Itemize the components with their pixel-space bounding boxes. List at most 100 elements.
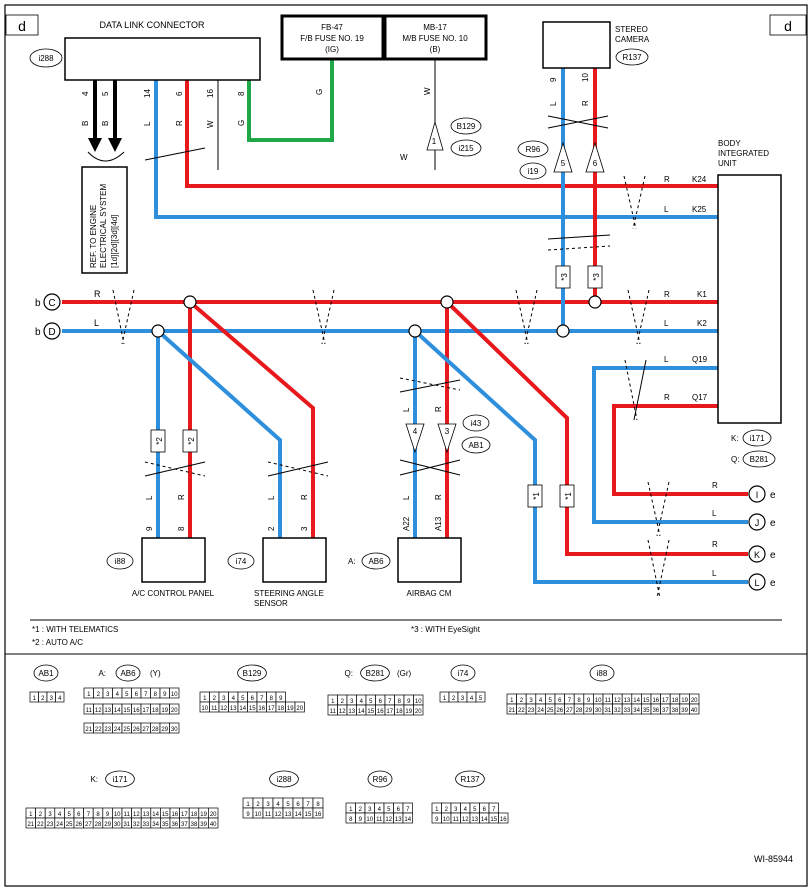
wire-l-l-out — [413, 329, 748, 584]
pin-label: 10 — [595, 698, 602, 704]
pin-label: 23 — [528, 708, 535, 714]
pin-label: 15 — [305, 812, 312, 818]
airbag-conn-code-2: AB1 — [468, 441, 484, 450]
biu-title2: INTEGRATED — [718, 149, 769, 158]
mark-s1-l-label: *1 — [532, 492, 541, 500]
pin-label: 12 — [133, 812, 140, 818]
pin-label: 4 — [58, 812, 62, 818]
svg-text:W: W — [206, 120, 215, 128]
svg-text:5: 5 — [101, 91, 110, 96]
fuse1-desc: F/B FUSE NO. 19 — [300, 34, 364, 43]
svg-text:L: L — [664, 355, 669, 364]
svg-text:J: J — [755, 518, 760, 528]
pin-label: 40 — [210, 822, 217, 828]
line-b1: b — [35, 298, 41, 309]
note-2: *2 : AUTO A/C — [32, 638, 83, 647]
svg-text:R: R — [581, 100, 590, 106]
pin-label: 1 — [349, 807, 353, 813]
pin-label: 22 — [518, 708, 525, 714]
pin-label: 15 — [643, 698, 650, 704]
pin-label: 15 — [162, 812, 169, 818]
svg-text:K2: K2 — [697, 319, 707, 328]
dlc-code-oval — [29, 48, 63, 68]
connector-suffix: (Y) — [150, 669, 161, 678]
pin-label: 23 — [47, 822, 54, 828]
pin-label: 17 — [662, 698, 669, 704]
svg-text:R: R — [664, 290, 670, 299]
pin-label: 37 — [662, 708, 669, 714]
pin-label: 18 — [277, 706, 284, 712]
wire-g — [247, 60, 334, 142]
dlc-pin-labels: 4 5 14 6 16 8 B B L R W G — [81, 89, 246, 128]
pin-label: 5 — [286, 802, 290, 808]
pin-label: 3 — [106, 692, 110, 698]
line-c-color: R — [94, 289, 101, 299]
svg-text:ELECTRICAL SYSTEM: ELECTRICAL SYSTEM — [99, 183, 108, 268]
pin-label: 15 — [249, 706, 256, 712]
connector-code: AB1 — [38, 669, 54, 678]
fuse2-wire-color: W — [423, 87, 432, 95]
svg-text:3: 3 — [300, 526, 309, 531]
connector-header-b281: Q:B281(Gr) — [345, 664, 412, 682]
svg-text:9: 9 — [145, 526, 154, 531]
svg-text:R: R — [712, 540, 718, 549]
pin-label: 5 — [479, 696, 483, 702]
pin-label: 26 — [75, 822, 82, 828]
dlc-title: DATA LINK CONNECTOR — [99, 20, 205, 30]
pin-label: 10 — [201, 706, 208, 712]
camera-title2: CAMERA — [615, 35, 650, 44]
pin-label: 5 — [369, 699, 373, 705]
pin-label: 10 — [443, 817, 450, 823]
svg-text:L: L — [754, 578, 759, 588]
pin-label: 24 — [114, 727, 121, 733]
pin-label: 13 — [395, 817, 402, 823]
pin-label: 14 — [481, 817, 488, 823]
svg-text:R: R — [664, 175, 670, 184]
fuse2-code-1: B129 — [457, 122, 476, 131]
pin-label: 1 — [443, 696, 447, 702]
connector-prefix: Q: — [345, 669, 353, 678]
pin-label: 13 — [104, 708, 111, 714]
camera-conn-code-2: i19 — [528, 167, 539, 176]
pin-label: 29 — [161, 727, 168, 733]
pin-label: 7 — [568, 698, 572, 704]
svg-text:e: e — [770, 518, 776, 529]
pin-label: 4 — [378, 807, 382, 813]
connector-code: B281 — [366, 669, 385, 678]
airbag-conn-3-pin: 3 — [445, 427, 450, 436]
svg-text:L: L — [402, 495, 411, 500]
mark-s1-r — [559, 484, 575, 508]
svg-text:L: L — [402, 407, 411, 412]
connector-code: i74 — [458, 669, 469, 678]
pin-label: 14 — [114, 708, 121, 714]
fuse1-src: (IG) — [325, 45, 339, 54]
pin-label: 5 — [387, 807, 391, 813]
steer-label2: SENSOR — [254, 599, 288, 608]
pin-label: 14 — [633, 698, 640, 704]
connector-header-i88: i88 — [589, 664, 615, 682]
pin-label: 3 — [266, 802, 270, 808]
pin-label: 30 — [595, 708, 602, 714]
svg-text:REF. TO ENGINE: REF. TO ENGINE — [89, 205, 98, 268]
pin-label: 14 — [358, 709, 365, 715]
pin-label: 4 — [539, 698, 543, 704]
pin-label: 31 — [604, 708, 611, 714]
fuse1-box — [280, 14, 385, 61]
camera-s3-r-label: *3 — [592, 273, 601, 281]
pin-label: 26 — [133, 727, 140, 733]
pin-label: 40 — [691, 708, 698, 714]
ref-box — [81, 166, 128, 274]
pin-label: 8 — [316, 802, 320, 808]
arrow-b-4 — [88, 138, 102, 152]
pin-label: 2 — [520, 698, 524, 704]
camera-conn-code-1: R96 — [526, 145, 541, 154]
camera-s3-r — [587, 265, 603, 289]
svg-text:2: 2 — [267, 526, 276, 531]
